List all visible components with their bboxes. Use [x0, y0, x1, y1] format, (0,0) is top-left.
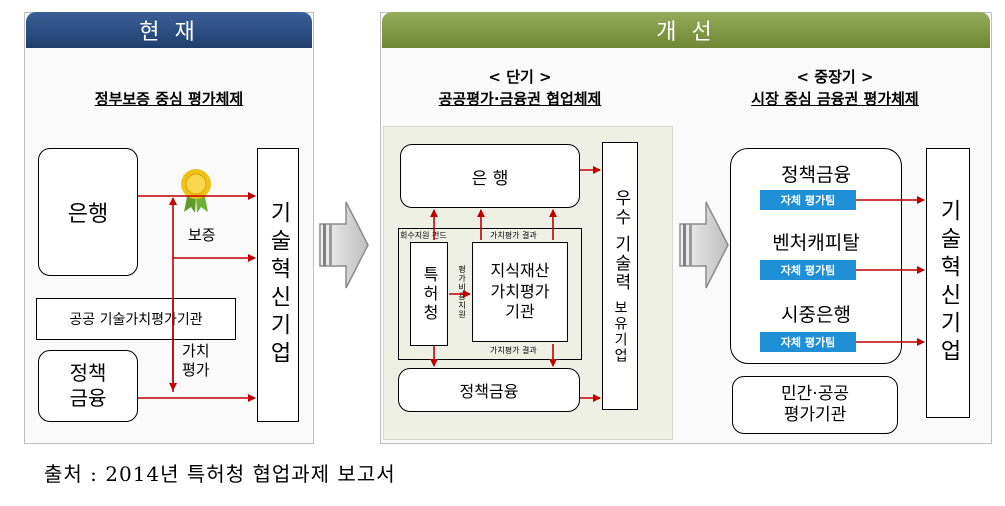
recovery-fund-label: 회수지원 펀드: [400, 231, 447, 240]
financial-institutions-box: [730, 148, 902, 364]
mlt-item-3-team-badge: 자체 평가팀: [760, 332, 856, 352]
mlt-item-3-name: 시중은행: [781, 304, 851, 326]
source-caption: 출처 : 2014년 특허청 협업과제 보고서: [44, 462, 396, 486]
short-term-heading-2: 공공평가·금융권 협업체제: [438, 90, 602, 108]
current-bank-box: 은행: [38, 148, 138, 276]
valuation-cost-support-label: 평가비용지원: [457, 265, 467, 319]
short-term-enterprise-label-b: 기술력: [610, 234, 631, 292]
short-term-enterprise-label-a: 우수: [610, 188, 631, 227]
short-term-bank-box: 은 행: [400, 144, 580, 208]
mid-long-term-heading-2: 시장 중심 금융권 평가체제: [751, 90, 919, 108]
mid-long-term-heading-1: < 중장기 >: [796, 68, 874, 86]
short-term-policy-finance-label: 정책금융: [459, 382, 519, 401]
current-enterprise-box: 기술혁신기업: [257, 148, 299, 422]
mlt-item-2-team-badge: 자체 평가팀: [760, 260, 856, 280]
transition-arrow-icon: [318, 200, 370, 290]
short-term-bank-label: 은 행: [471, 168, 509, 189]
mlt-item-1-name: 정책금융: [781, 164, 851, 186]
current-enterprise-label: 기술혁신기업: [266, 201, 291, 369]
improved-tab: 개 선: [382, 12, 990, 48]
valuation-result-bottom-label: 가치평가 결과: [490, 346, 537, 355]
current-policy-finance-box: 정책 금융: [38, 350, 138, 422]
valuation-label: 가치 평가: [182, 342, 210, 379]
current-bank-label: 은행: [67, 202, 109, 227]
short-term-enterprise-box: 우수 기술력 보유기업: [602, 142, 638, 410]
transition-arrow-2-icon: [678, 200, 730, 290]
public-valuation-org-box: 공공 기술가치평가기관: [36, 298, 236, 340]
kipo-label: 특허청: [420, 265, 439, 323]
ip-valuation-org-label: 지식재산 가치평가 기관: [490, 260, 550, 322]
private-public-org-label: 민간·공공 평가기관: [781, 383, 849, 425]
mlt-item-1-team-badge: 자체 평가팀: [760, 190, 856, 210]
public-valuation-org-label: 공공 기술가치평가기관: [69, 312, 203, 328]
current-heading: 정부보증 중심 평가체제: [94, 90, 244, 108]
short-term-policy-finance-box: 정책금융: [398, 368, 580, 412]
mlt-item-2-name: 벤처캐피탈: [772, 232, 860, 254]
private-public-org-box: 민간·공공 평가기관: [732, 376, 898, 434]
mlt-enterprise-box: 기술혁신기업: [926, 148, 970, 418]
kipo-box: 특허청: [410, 242, 448, 346]
ip-valuation-org-box: 지식재산 가치평가 기관: [472, 242, 568, 342]
guarantee-medal-icon: [178, 168, 214, 214]
current-tab: 현 재: [26, 12, 312, 48]
mlt-enterprise-label: 기술혁신기업: [936, 199, 961, 367]
valuation-result-top-label: 가치평가 결과: [490, 231, 537, 240]
short-term-enterprise-label-c: 보유기업: [612, 299, 629, 364]
guarantee-label: 보증: [188, 226, 216, 244]
short-term-heading-1: < 단기 >: [488, 68, 552, 86]
current-policy-finance-label: 정책 금융: [69, 361, 107, 410]
